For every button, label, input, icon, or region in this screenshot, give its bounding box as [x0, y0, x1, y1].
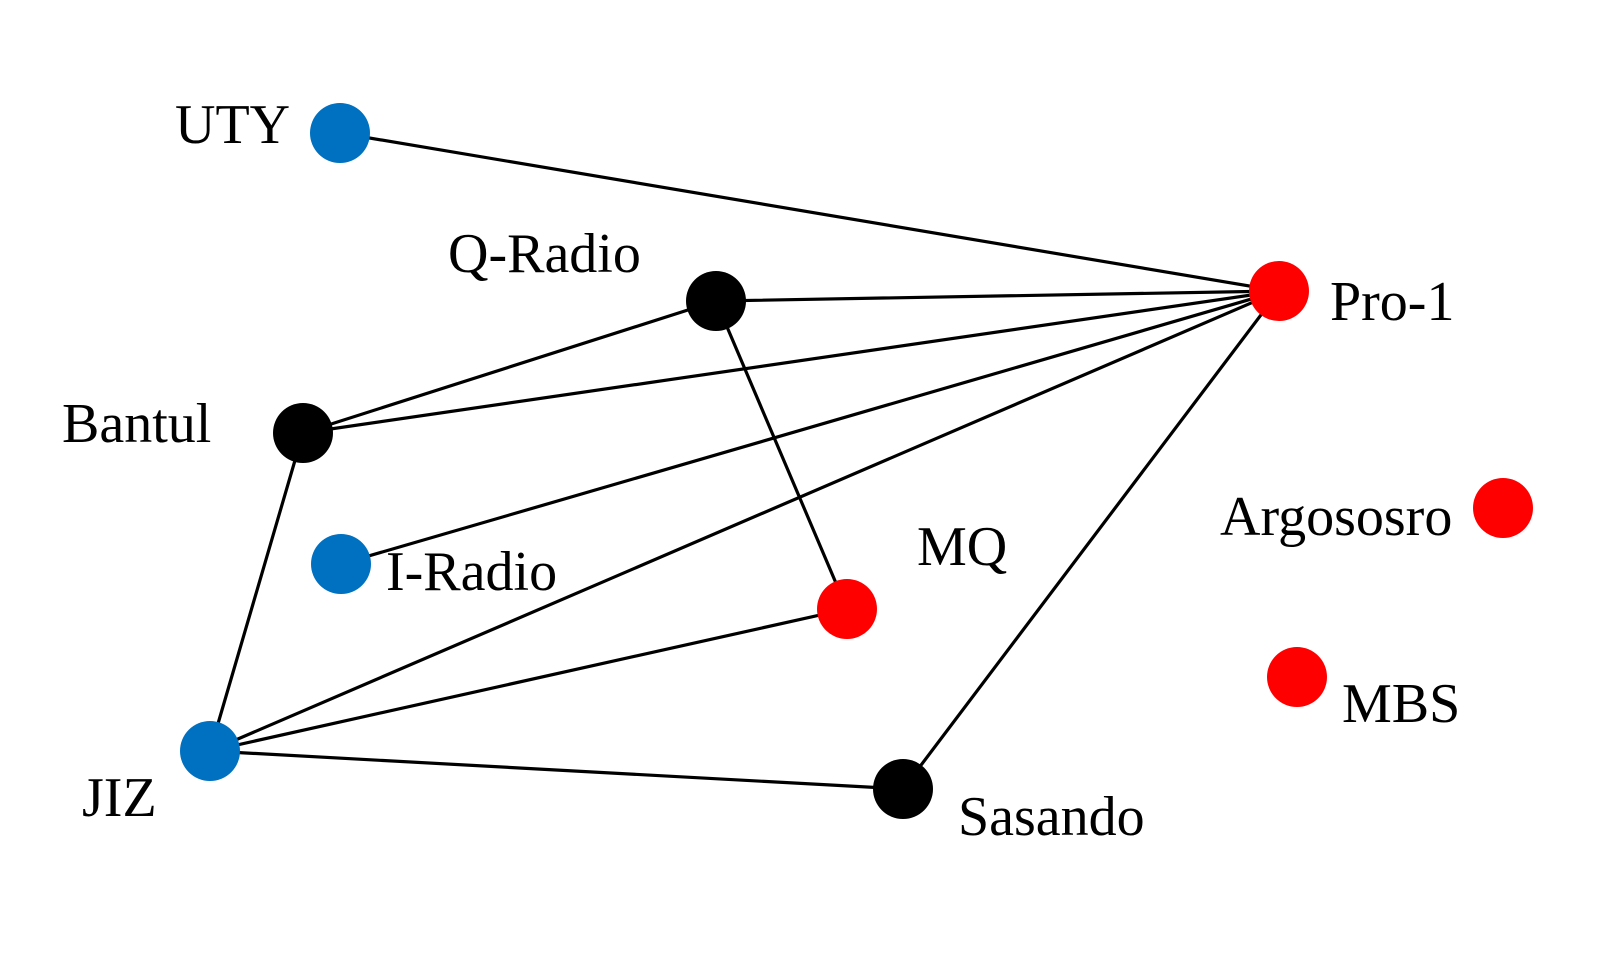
- node-mbs: [1267, 647, 1327, 707]
- node-label-q-radio: Q-Radio: [448, 223, 641, 285]
- node-pro-1: [1249, 261, 1309, 321]
- edge-uty-pro-1: [338, 131, 1281, 293]
- edge-q-radio-pro-1: [714, 289, 1281, 303]
- edge-jiz-mq: [208, 607, 849, 753]
- node-label-mbs: MBS: [1342, 673, 1460, 735]
- node-jiz: [180, 721, 240, 781]
- node-label-mq: MQ: [917, 516, 1007, 578]
- edge-i-radio-pro-1: [339, 289, 1281, 566]
- node-label-pro-1: Pro-1: [1330, 271, 1454, 333]
- edge-jiz-sasando: [208, 749, 905, 791]
- node-label-uty: UTY: [175, 94, 290, 156]
- node-q-radio: [686, 271, 746, 331]
- edge-bantul-jiz: [208, 431, 305, 753]
- node-i-radio: [311, 534, 371, 594]
- node-label-sasando: Sasando: [958, 786, 1145, 848]
- node-sasando: [873, 759, 933, 819]
- node-label-bantul: Bantul: [62, 393, 211, 455]
- edge-q-radio-bantul: [301, 299, 718, 435]
- node-argososro: [1473, 478, 1533, 538]
- node-label-argososro: Argososro: [1220, 486, 1452, 548]
- node-label-jiz: JIZ: [82, 767, 157, 829]
- edge-sasando-pro-1: [901, 289, 1281, 791]
- node-mq: [817, 579, 877, 639]
- edges: [208, 131, 1281, 791]
- nodes: [180, 103, 1533, 819]
- edge-q-radio-mq: [714, 299, 849, 611]
- node-uty: [310, 103, 370, 163]
- edge-jiz-pro-1: [208, 289, 1281, 753]
- edge-bantul-pro-1: [301, 289, 1281, 435]
- node-label-i-radio: I-Radio: [386, 541, 557, 603]
- node-bantul: [273, 403, 333, 463]
